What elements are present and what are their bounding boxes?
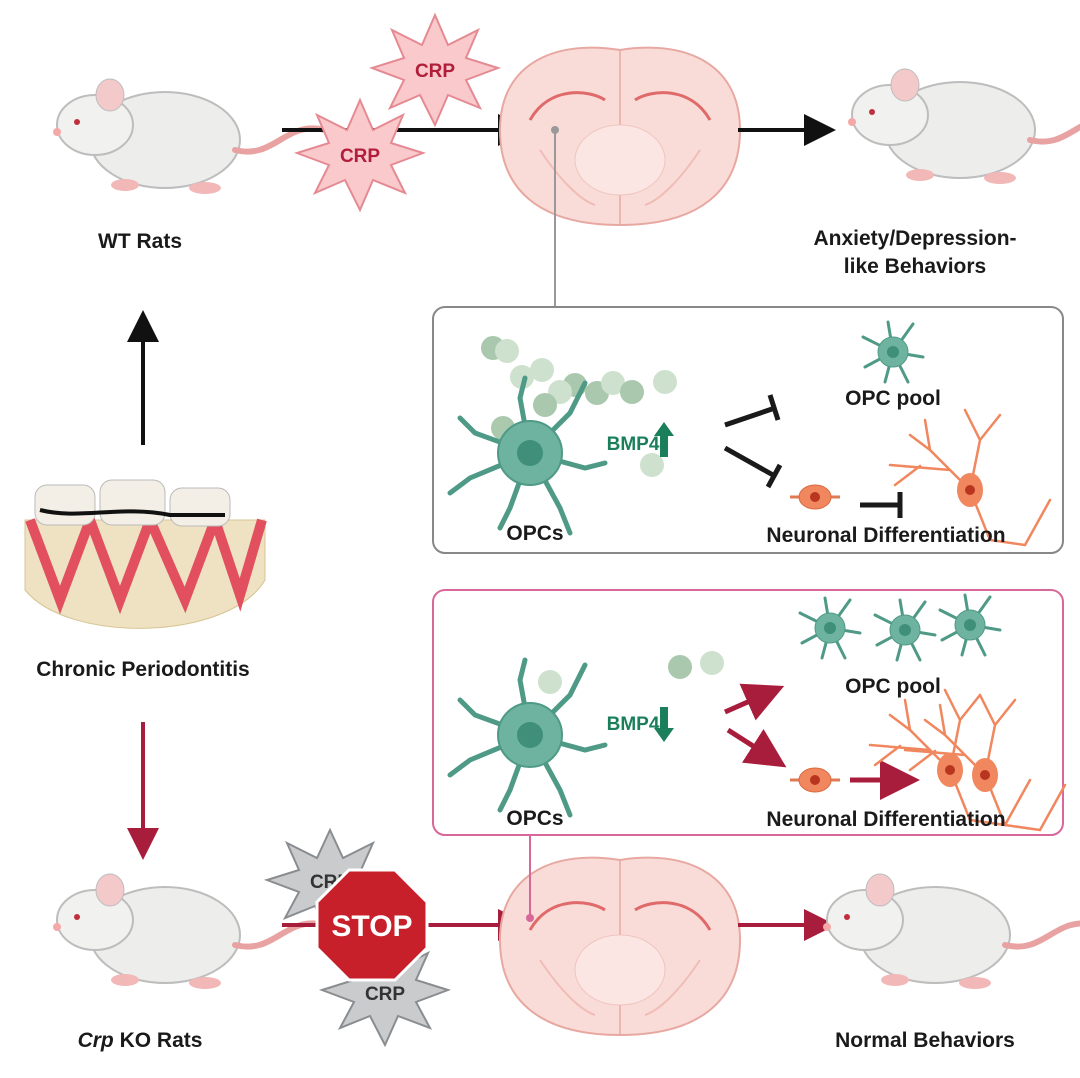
svg-text:CRP: CRP [415,61,455,82]
brain-section-ko [498,856,742,1037]
crp-burst: CRP [293,97,427,213]
chronic-periodontitis-label: Chronic Periodontitis [36,658,250,681]
opcs-label: OPCs [506,522,563,545]
crp-burst: CRP [368,12,502,128]
wt-mechanism-panel [432,306,1064,554]
bmp4-particles [538,651,724,694]
promote-arrow [723,683,785,721]
opc-pool-label: OPC pool [845,675,941,698]
bmp4-label: BMP4 [607,714,660,735]
svg-text:CRP: CRP [365,984,405,1005]
wt-rats-label: WT Rats [98,230,182,253]
promote-arrow [726,727,787,768]
stop-sign-icon: STOP [315,868,429,982]
normal-rat-illustration [823,874,1080,989]
opc-pool-label: OPC pool [845,387,941,410]
arrow-down-icon [654,707,674,742]
anxious-rat-illustration [848,69,1080,184]
bmp4-particles [481,336,677,477]
opcs-label: OPCs [506,807,563,830]
ko-rat-illustration [53,874,325,989]
svg-text:STOP: STOP [331,910,412,943]
neuronal-differentiation-label: Neuronal Differentiation [766,524,1005,547]
neuronal-differentiation-label: Neuronal Differentiation [766,808,1005,831]
bmp4-label: BMP4 [607,434,660,455]
periodontitis-teeth-illustration [24,479,267,629]
brain-section-wt [498,46,742,227]
wt-rat-illustration [53,79,325,194]
normal-behaviors-label: Normal Behaviors [835,1029,1015,1052]
crp-ko-rats-label: Crp KO Rats [78,1029,203,1052]
anxiety-label-line1: Anxiety/Depression- [813,227,1016,250]
inhibition-arrows [723,394,903,518]
arrow-up-icon [654,422,674,457]
anxiety-label-line2: like Behaviors [844,255,986,278]
svg-text:CRP: CRP [340,146,380,167]
